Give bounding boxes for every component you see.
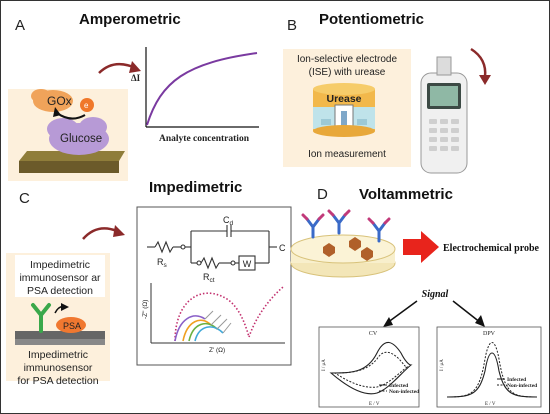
dpv-legend-noninfected: Non-infected <box>507 383 537 389</box>
nyquist-curve-orange <box>182 319 212 342</box>
panel-c-arrow <box>82 227 118 240</box>
nyquist-curve-blue <box>194 326 224 342</box>
panel-a-letter: A <box>15 17 26 34</box>
dpv-plot-frame <box>436 326 542 408</box>
cv-curve-infected <box>329 341 413 395</box>
panel-c-letter: C <box>19 190 30 207</box>
signal-arrow-right <box>452 300 482 324</box>
nyquist-x-label: Z' (Ω) <box>209 347 225 354</box>
panel-c-title: Impedimetric <box>149 179 243 196</box>
equivalent-circuit <box>147 225 277 271</box>
dpv-y-label: I / μA <box>440 359 445 371</box>
ise-line1: Ion-selective electrode <box>297 54 397 65</box>
circuit-rct-label: Rct <box>203 272 215 284</box>
bottom-line1: Impedimetric <box>28 349 88 361</box>
signal-label: Signal <box>422 289 449 300</box>
nyquist-curve-magenta <box>174 286 284 342</box>
panel-c-electrode <box>15 331 105 339</box>
bottom-line2: immunosensor <box>24 362 93 374</box>
circuit-box <box>136 206 292 366</box>
psa-label: PSA <box>63 321 81 331</box>
probe-arrow <box>403 231 439 263</box>
cv-title: CV <box>369 331 378 337</box>
circuit-w-label: W <box>243 259 252 269</box>
ise-line2: (ISE) with urease <box>309 67 386 78</box>
panel-b-title: Potentiometric <box>319 11 425 28</box>
panel-a-electrode <box>19 161 119 173</box>
circuit-rs-label: Rs <box>157 257 168 269</box>
antibody-y <box>31 303 51 333</box>
ion-label: Ion measurement <box>308 149 386 160</box>
panel-a-arrow <box>98 62 134 74</box>
panel-a-electrode-top <box>19 151 125 161</box>
dpv-curve-infected <box>446 352 538 398</box>
antibodies-d <box>301 209 391 243</box>
sensor-line3: PSA detection <box>27 285 93 297</box>
circuit-cd-label: Cd <box>223 215 234 227</box>
sensor-line1: Impedimetric <box>30 259 90 271</box>
panel-b-letter: B <box>287 17 298 34</box>
panel-b-arrow <box>470 47 487 78</box>
gox-label: GOx <box>47 94 72 108</box>
cv-x-label: E / V <box>369 402 380 407</box>
cv-plot-frame <box>318 326 420 408</box>
glucose-label: Glucose <box>60 133 102 145</box>
panel-a-title: Amperometric <box>79 11 181 28</box>
cv-curve-noninfected <box>333 351 409 388</box>
panel-d-title: Voltammetric <box>359 186 453 203</box>
bottom-line3: for PSA detection <box>17 375 98 387</box>
amp-x-label: Analyte concentration <box>159 134 250 144</box>
dpv-legend-infected: Infected <box>507 377 526 383</box>
amperometric-curve <box>146 52 258 126</box>
signal-arrow-left <box>386 300 418 324</box>
nyquist-y-label: -Z" (Ω) <box>142 300 149 319</box>
cv-legend-noninfected: Non-infected <box>389 389 419 395</box>
electron-dot <box>80 98 94 112</box>
dpv-title: DPV <box>483 331 496 337</box>
handheld-analyzer <box>420 56 468 174</box>
cv-legend-infected: Infected <box>389 383 408 389</box>
sensor-line2: immunosensor ar <box>19 272 101 284</box>
nyquist-curve-violet <box>174 315 206 342</box>
amp-y-label: ΔI <box>131 73 141 83</box>
psa-blob <box>56 317 86 333</box>
cv-y-label: I / μA <box>322 359 327 371</box>
electron-label: e <box>84 101 89 110</box>
hexagon-1 <box>323 243 335 257</box>
urease-label: Urease <box>326 93 361 105</box>
hexagon-3 <box>361 247 373 261</box>
dpv-curve-noninfected <box>446 342 538 398</box>
circuit-c-label: C <box>279 243 286 253</box>
dpv-x-label: E / V <box>485 402 496 407</box>
probe-label: Electrochemical probe <box>443 243 540 254</box>
panel-d-letter: D <box>317 186 328 203</box>
hexagon-2 <box>349 237 361 251</box>
